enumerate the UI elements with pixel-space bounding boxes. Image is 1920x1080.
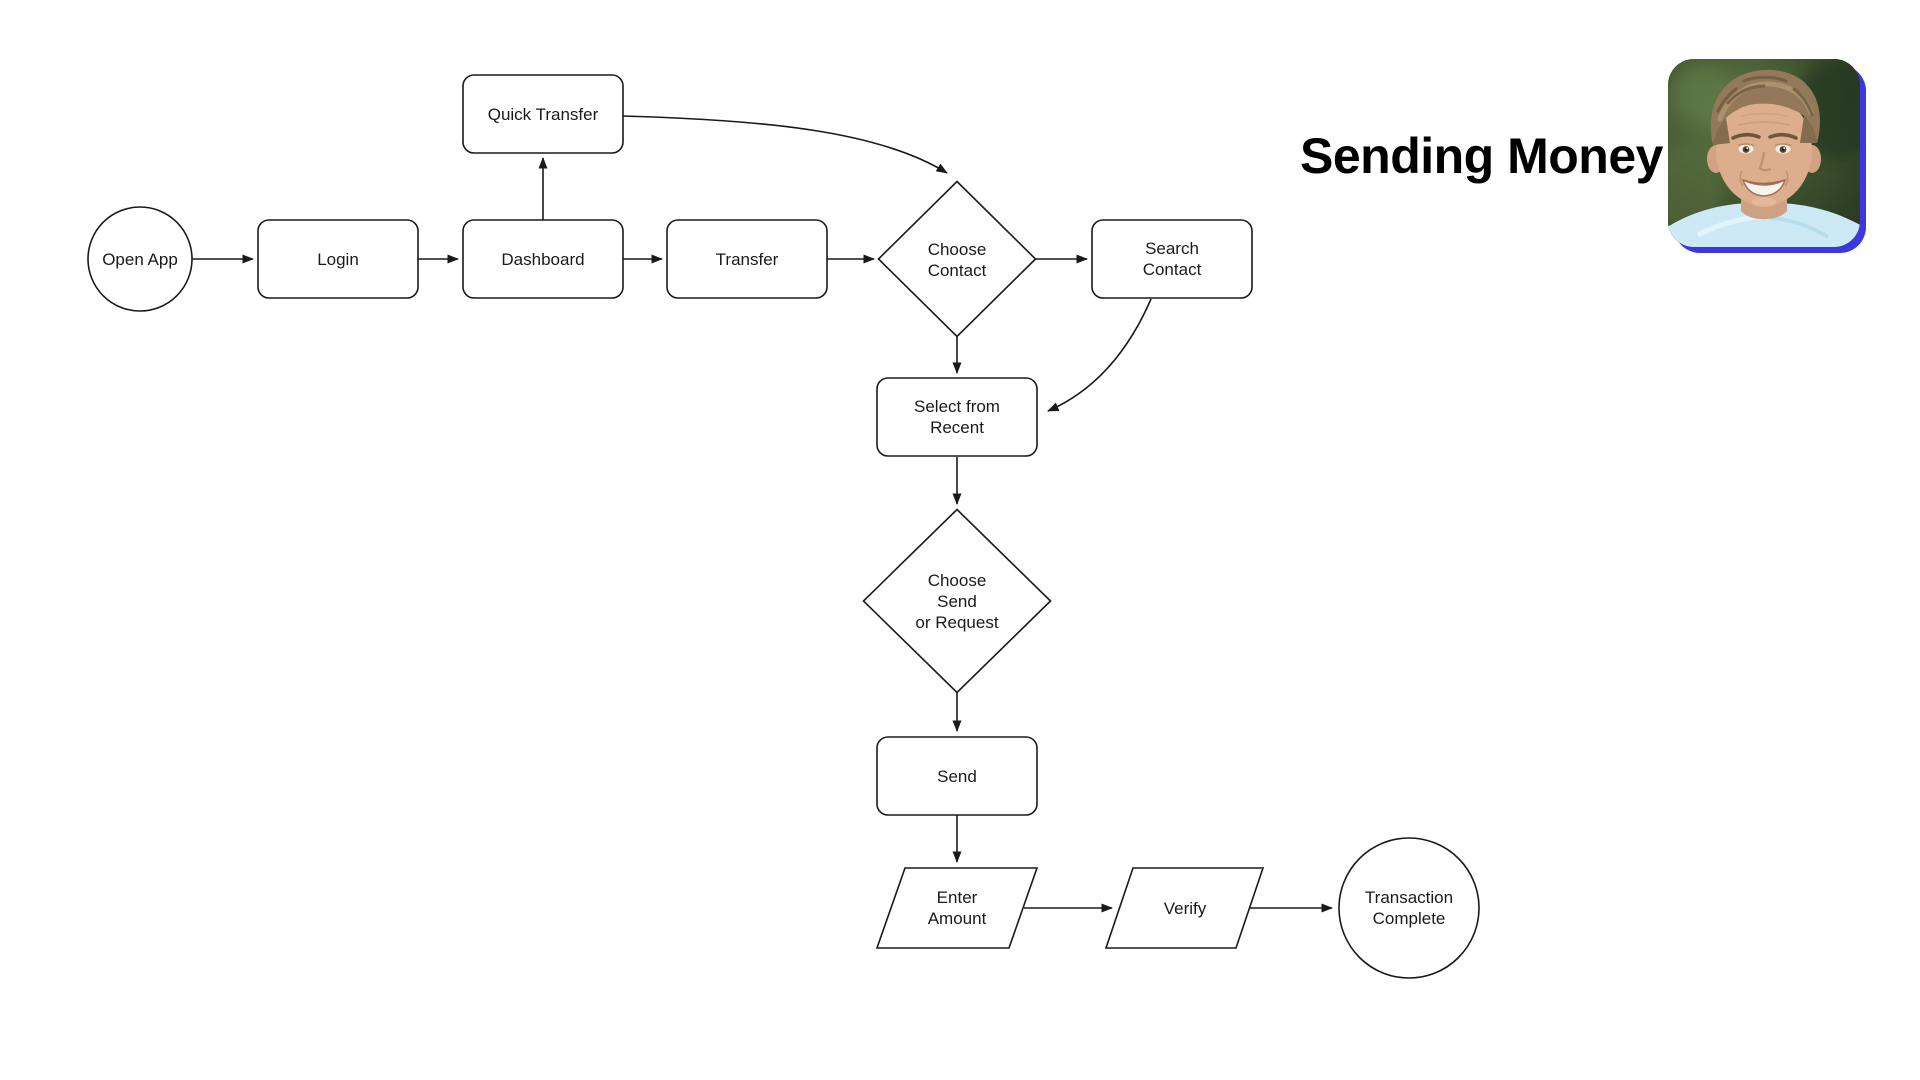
dashboard-shape: [462, 219, 624, 299]
edge-quick-transfer-choose-contact: [622, 115, 948, 174]
login-shape: [257, 219, 419, 299]
choose-contact-shape: [877, 180, 1037, 338]
portrait-illustration: [1668, 59, 1860, 247]
presenter-photo: [1668, 59, 1860, 247]
edge-search-contact-select-recent: [1047, 298, 1152, 412]
enter-amount-shape: [875, 867, 1039, 949]
open-app-shape: [87, 206, 193, 312]
search-contact-shape: [1091, 219, 1253, 299]
transfer-shape: [666, 219, 828, 299]
transaction-complete-shape: [1338, 837, 1480, 979]
quick-transfer-shape: [462, 74, 624, 154]
select-from-recent-shape: [876, 377, 1038, 457]
page-title: Sending Money: [1300, 128, 1663, 184]
send-shape: [876, 736, 1038, 816]
choose-send-or-request-shape: [862, 508, 1052, 694]
verify-shape: [1104, 867, 1265, 949]
